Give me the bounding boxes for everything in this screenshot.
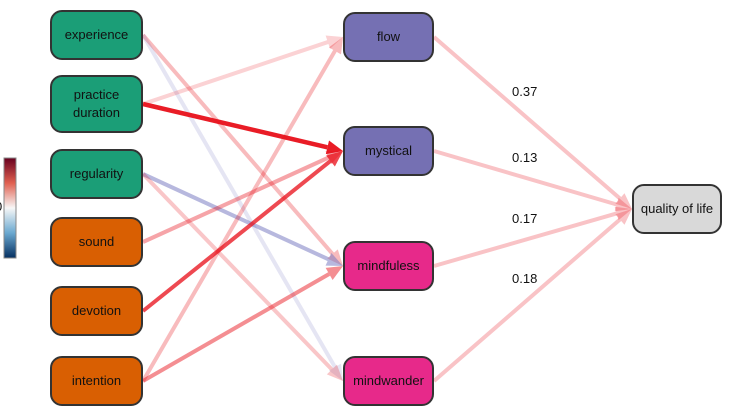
edge-devotion-mystical xyxy=(141,151,343,313)
edge-practice-mystical xyxy=(142,101,343,155)
edge-experience-mindwander xyxy=(141,33,343,381)
edge-line xyxy=(141,49,337,383)
edge-coefficient-label: 0.18 xyxy=(512,271,538,286)
edge-line xyxy=(142,172,330,262)
node-regularity: regularity xyxy=(50,149,143,199)
edge-mindwander-qol xyxy=(432,209,632,383)
edge-coefficient-label: 0.37 xyxy=(512,84,538,99)
colorbar xyxy=(3,157,17,259)
edge-line xyxy=(142,272,331,383)
edge-regularity-mindfulness xyxy=(142,172,343,266)
node-qol: quality of life xyxy=(632,184,722,234)
node-practice: practice duration xyxy=(50,75,143,133)
arrowhead-icon xyxy=(325,140,343,155)
edge-regularity-mindwander xyxy=(141,172,343,381)
node-mindfulness: mindfuless xyxy=(343,241,434,291)
colorbar-label: 0 xyxy=(0,199,2,214)
edge-mindfulness-qol xyxy=(433,206,632,268)
arrowhead-icon xyxy=(328,37,343,55)
node-sound: sound xyxy=(50,217,143,267)
arrowhead-icon xyxy=(614,197,632,212)
arrowhead-icon xyxy=(325,266,343,281)
edge-line xyxy=(141,33,335,256)
arrowhead-icon xyxy=(615,193,632,209)
node-mindwander: mindwander xyxy=(343,356,434,406)
arrowhead-icon xyxy=(614,206,632,221)
edge-line xyxy=(141,159,332,313)
node-flow: flow xyxy=(343,12,434,62)
edge-line xyxy=(142,101,328,150)
arrowhead-icon xyxy=(325,35,343,49)
arrowhead-icon xyxy=(326,364,343,381)
arrowhead-icon xyxy=(328,363,343,381)
edge-mystical-qol xyxy=(433,149,632,212)
edge-line xyxy=(432,217,622,383)
edge-intention-flow xyxy=(141,37,343,383)
edge-line xyxy=(141,33,337,369)
arrowhead-icon xyxy=(615,209,632,225)
edge-line xyxy=(141,172,334,371)
edge-coefficient-label: 0.13 xyxy=(512,150,538,165)
edge-line xyxy=(433,211,618,268)
arrowhead-icon xyxy=(326,151,343,167)
arrowhead-icon xyxy=(325,252,343,266)
edge-intention-mindfulness xyxy=(142,266,343,383)
node-mystical: mystical xyxy=(343,126,434,176)
node-devotion: devotion xyxy=(50,286,143,336)
edge-line xyxy=(432,35,622,201)
edge-coefficient-label: 0.17 xyxy=(512,211,538,226)
edge-practice-flow xyxy=(142,35,343,106)
edge-line xyxy=(142,155,330,244)
node-intention: intention xyxy=(50,356,143,406)
edge-flow-qol xyxy=(432,35,632,209)
edge-line xyxy=(433,149,618,207)
node-experience: experience xyxy=(50,10,143,60)
edge-line xyxy=(142,40,329,106)
